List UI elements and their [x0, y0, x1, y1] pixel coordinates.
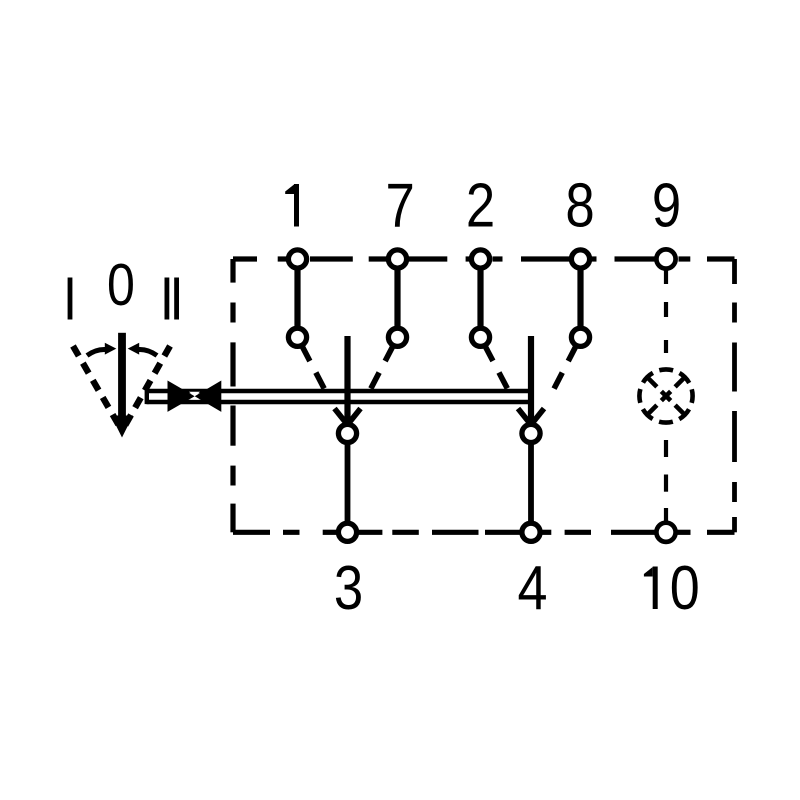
svg-text:3: 3	[334, 554, 363, 623]
svg-text:0: 0	[107, 251, 135, 318]
svg-text:7: 7	[386, 172, 415, 241]
svg-text:9: 9	[652, 172, 681, 241]
svg-text:2: 2	[466, 172, 495, 241]
svg-text:0: 0	[670, 554, 700, 623]
svg-text:8: 8	[565, 172, 594, 241]
svg-text:4: 4	[518, 554, 548, 623]
